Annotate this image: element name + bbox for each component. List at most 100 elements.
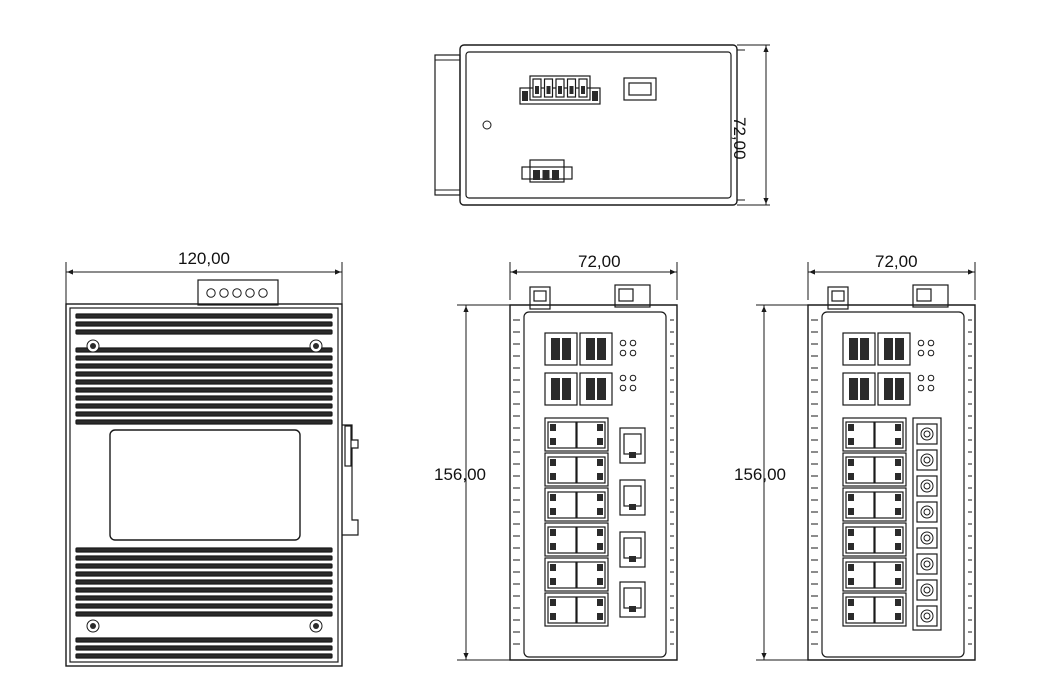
rj45-port [874,561,904,589]
rj45-latch [550,613,556,620]
rj45-latch [597,438,603,445]
rj45-port [576,491,606,519]
fiber-port [916,475,938,497]
status-led [917,384,925,392]
fiber-port [916,527,938,549]
rj45-latch [550,564,556,571]
rj45-port [845,421,875,449]
mounting-screw-head [313,623,319,629]
status-led [917,349,925,357]
sfp-slot [586,378,595,400]
uplink-port-inner [623,587,642,609]
fiber-port-core [923,430,931,438]
terminal-pin-hole [546,86,551,94]
rj45-latch [597,578,603,585]
cooling-fin [75,571,333,577]
sfp-slot [597,338,606,360]
fiber-port-core [923,508,931,516]
sfp-slot [895,378,904,400]
dimension-label-front-b-height: 156,00 [734,465,786,484]
terminal-block-housing [529,75,591,101]
front-view-fiber [807,284,976,661]
status-led [927,384,935,392]
rj45-latch [895,543,901,550]
rj45-pair-frame [544,557,609,592]
console-port-inner [628,82,652,96]
dimension-lines [65,44,976,661]
rj45-latch [895,494,901,501]
sfp-slot [586,338,595,360]
side-terminal-screw [206,288,216,298]
cooling-fin [75,379,333,385]
rj45-pair-frame [842,417,907,452]
uplink-port-latch [629,606,636,612]
fiber-port [916,553,938,575]
sfp-slot [597,378,606,400]
uplink-port-inner [623,433,642,455]
cooling-fin [75,395,333,401]
status-led [629,349,637,357]
cooling-fin [75,387,333,393]
cooling-fin [75,579,333,585]
rj45-latch [895,424,901,431]
rj45-latch [597,508,603,515]
uplink-port [619,427,646,464]
rj45-latch [895,529,901,536]
sfp-slot [849,378,858,400]
din-clip-tab [344,425,352,467]
dimension-arrow [809,269,815,275]
side-terminal-screw [258,288,268,298]
fiber-port-frame [912,417,942,631]
rj45-latch [550,578,556,585]
dimension-label-front-a-width: 72,00 [578,252,621,271]
cooling-fin [75,329,333,335]
rj45-latch [895,473,901,480]
rj45-latch [895,438,901,445]
uplink-port-inner [623,485,642,507]
fiber-port-ring [920,453,934,467]
cooling-fin [75,563,333,569]
cooling-fin [75,637,333,643]
fiber-port [916,423,938,445]
rj45-latch [597,564,603,571]
rj45-port [547,421,577,449]
rj45-latch [848,613,854,620]
rj45-latch [848,578,854,585]
sfp-cage [842,372,876,406]
terminal-pin-hole [558,86,562,94]
rj45-pair-frame [842,522,907,557]
top-connector-detail [831,290,845,302]
rj45-latch [550,529,556,536]
status-led [917,374,925,382]
fiber-port [916,579,938,601]
dimension-arrow [763,46,769,52]
mounting-screw-head [90,343,96,349]
cooling-fin [75,363,333,369]
front-body [509,304,678,661]
rj45-latch [848,438,854,445]
rj45-pair-frame [842,557,907,592]
rj45-latch [848,564,854,571]
rj45-latch [550,508,556,515]
mounting-screw-head [90,623,96,629]
sfp-slot [551,378,560,400]
dimension-arrow [763,198,769,204]
rj45-latch [597,473,603,480]
status-led [629,339,637,347]
rj45-latch [550,494,556,501]
rj45-latch [550,473,556,480]
rj45-latch [597,613,603,620]
status-led [927,374,935,382]
top-connector [529,286,551,310]
rj45-port [576,596,606,624]
fiber-port-core [923,482,931,490]
top-view-screw-hole [482,120,492,130]
rj45-port [547,491,577,519]
dimension-arrow [670,269,676,275]
rj45-latch [895,613,901,620]
rj45-latch [848,529,854,536]
dimension-label-top-height: 72,00 [730,117,749,160]
top-view-end-plate [434,54,461,196]
